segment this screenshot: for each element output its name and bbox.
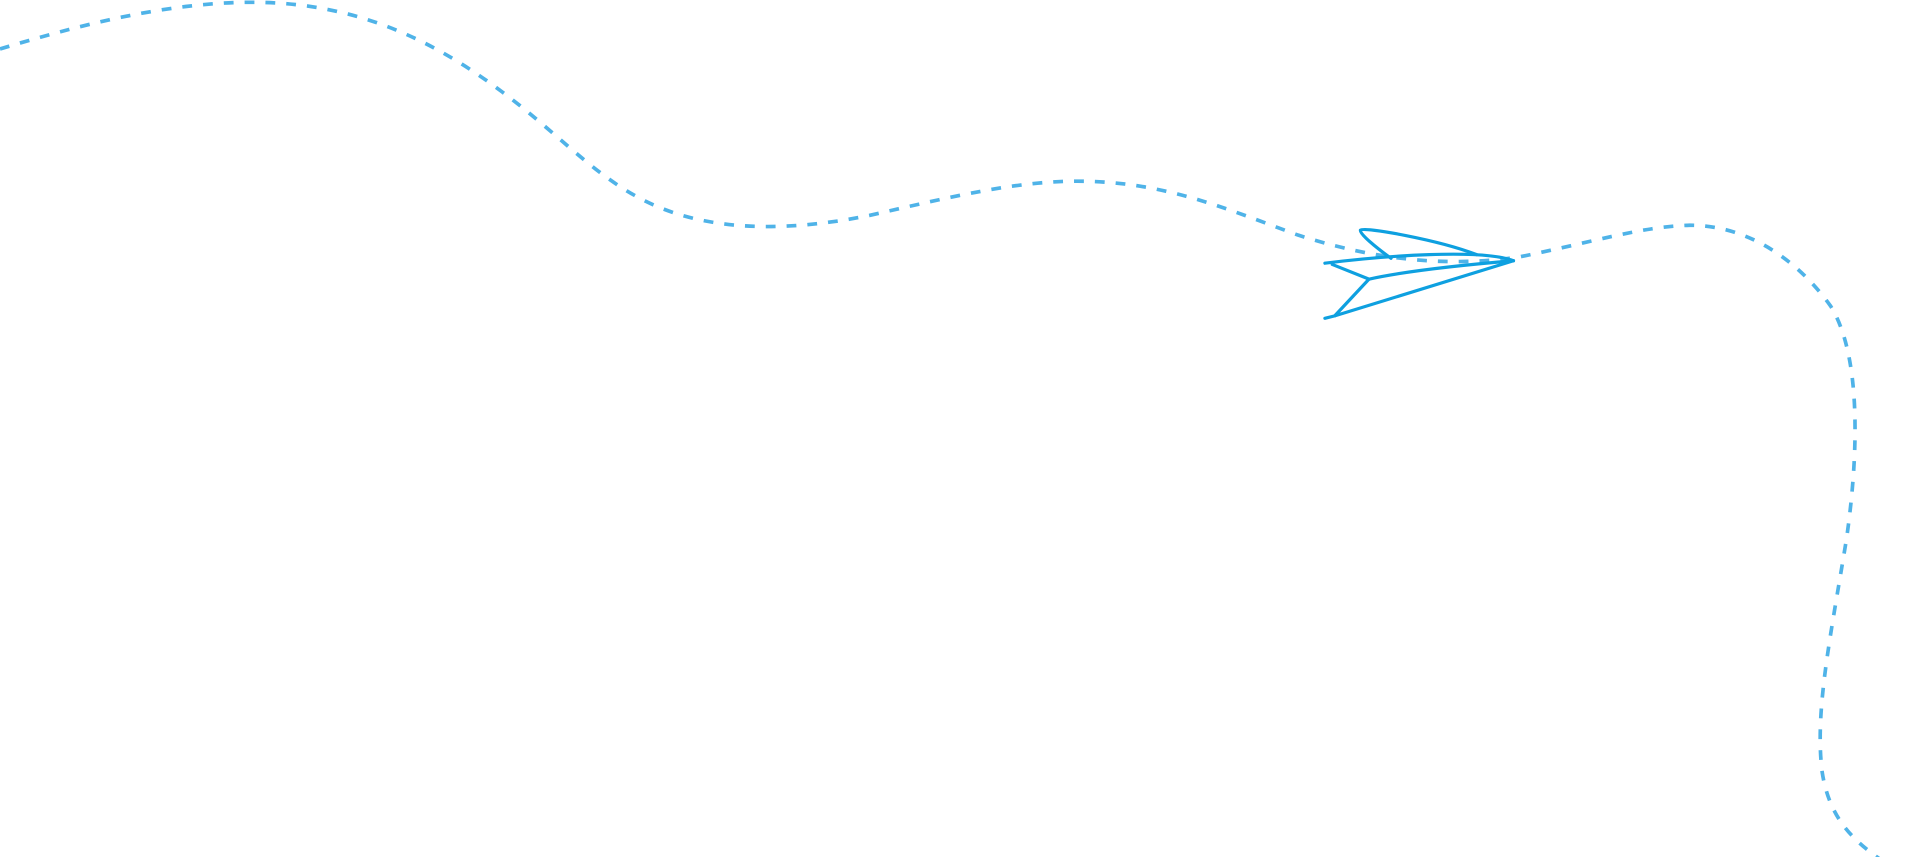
dashed-flight-path xyxy=(0,0,1881,857)
paper-plane-icon xyxy=(1323,228,1516,320)
